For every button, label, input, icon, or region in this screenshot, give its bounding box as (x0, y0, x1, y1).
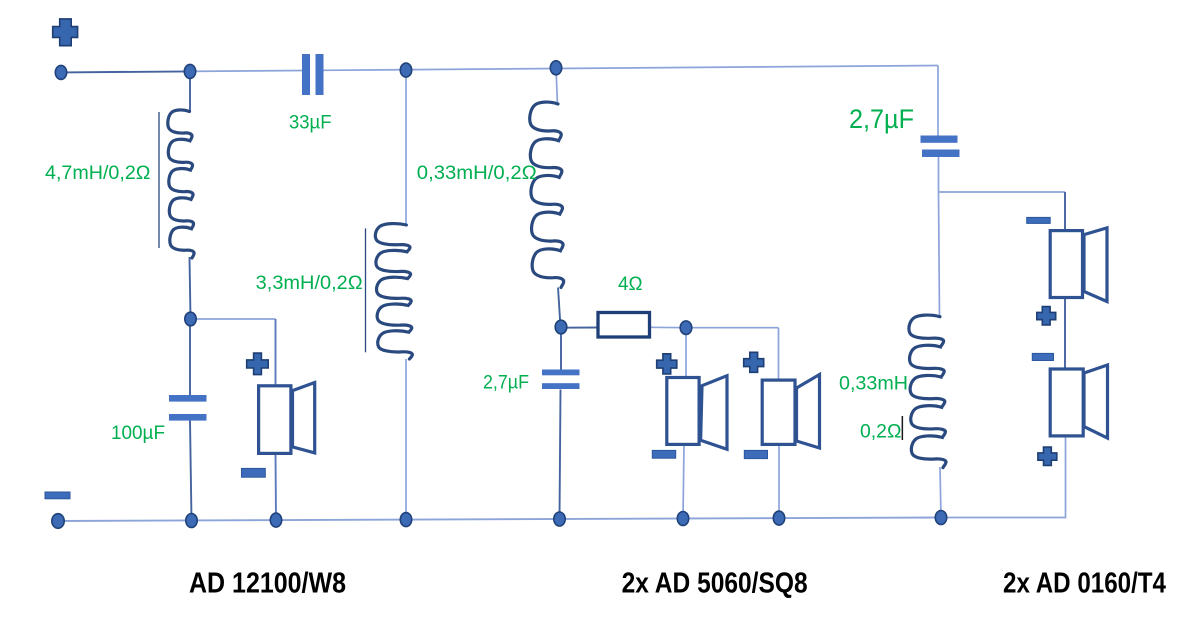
svg-text:3,3mH/0,2Ω: 3,3mH/0,2Ω (256, 273, 363, 294)
svg-text:2,7µF: 2,7µF (483, 373, 529, 394)
svg-text:4Ω: 4Ω (618, 274, 643, 295)
svg-text:4,7mH/0,2Ω: 4,7mH/0,2Ω (45, 163, 151, 184)
svg-text:2x AD 0160/T4: 2x AD 0160/T4 (1003, 568, 1166, 600)
svg-text:0,33mH/0,2Ω: 0,33mH/0,2Ω (417, 163, 537, 184)
svg-text:2,7µF: 2,7µF (849, 104, 914, 134)
svg-text:AD 12100/W8: AD 12100/W8 (189, 568, 346, 600)
svg-text:100µF: 100µF (111, 423, 165, 444)
svg-text:33µF: 33µF (289, 113, 332, 134)
svg-text:0,33mH: 0,33mH (839, 374, 908, 395)
svg-text:0,2Ω: 0,2Ω (860, 422, 902, 443)
svg-text:2x AD 5060/SQ8: 2x AD 5060/SQ8 (622, 568, 808, 600)
